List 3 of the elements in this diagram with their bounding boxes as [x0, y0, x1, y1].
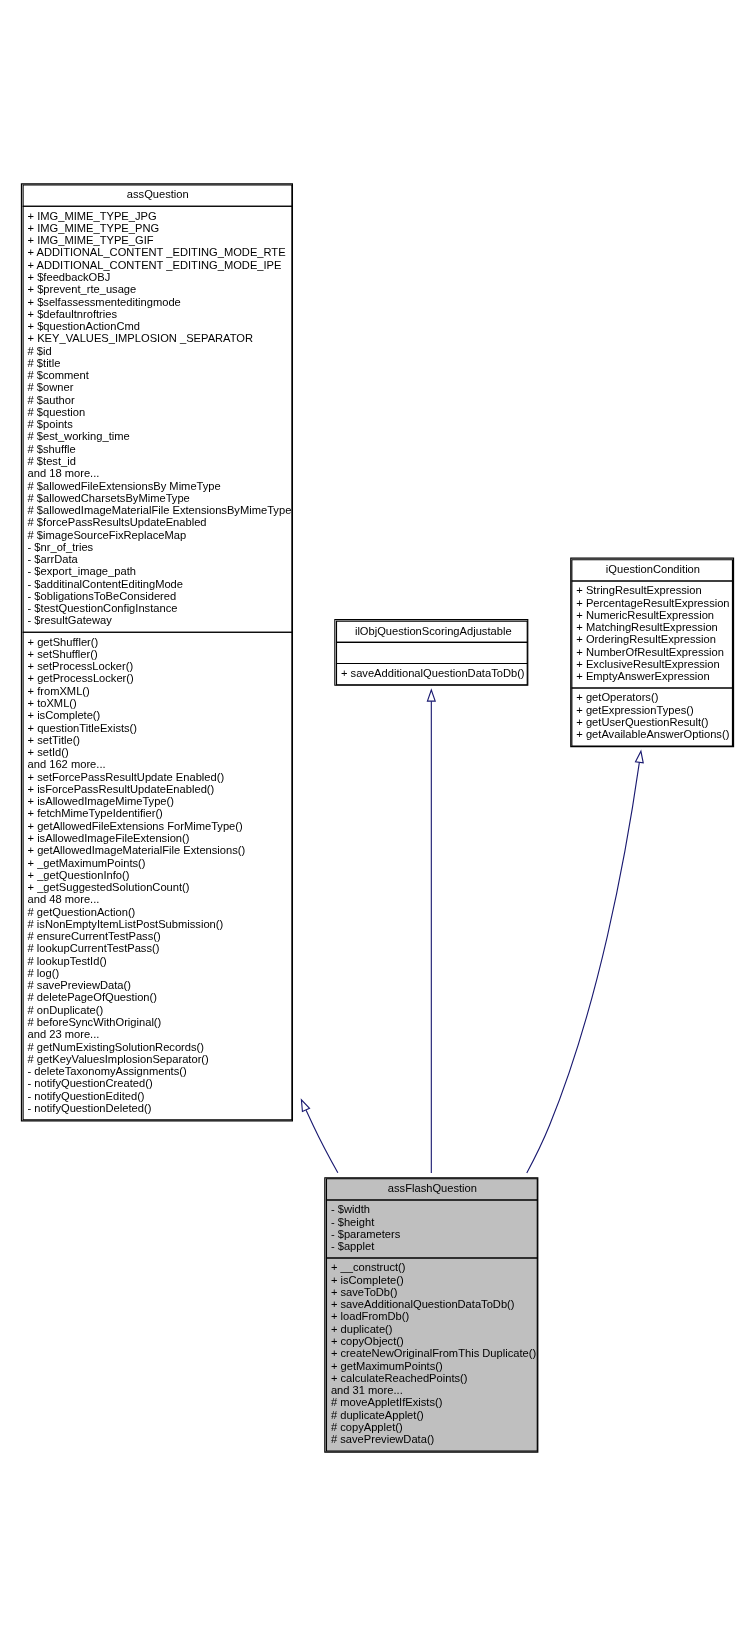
arrow [526, 749, 644, 1174]
arrow [426, 688, 436, 1174]
arrow [300, 1098, 339, 1174]
